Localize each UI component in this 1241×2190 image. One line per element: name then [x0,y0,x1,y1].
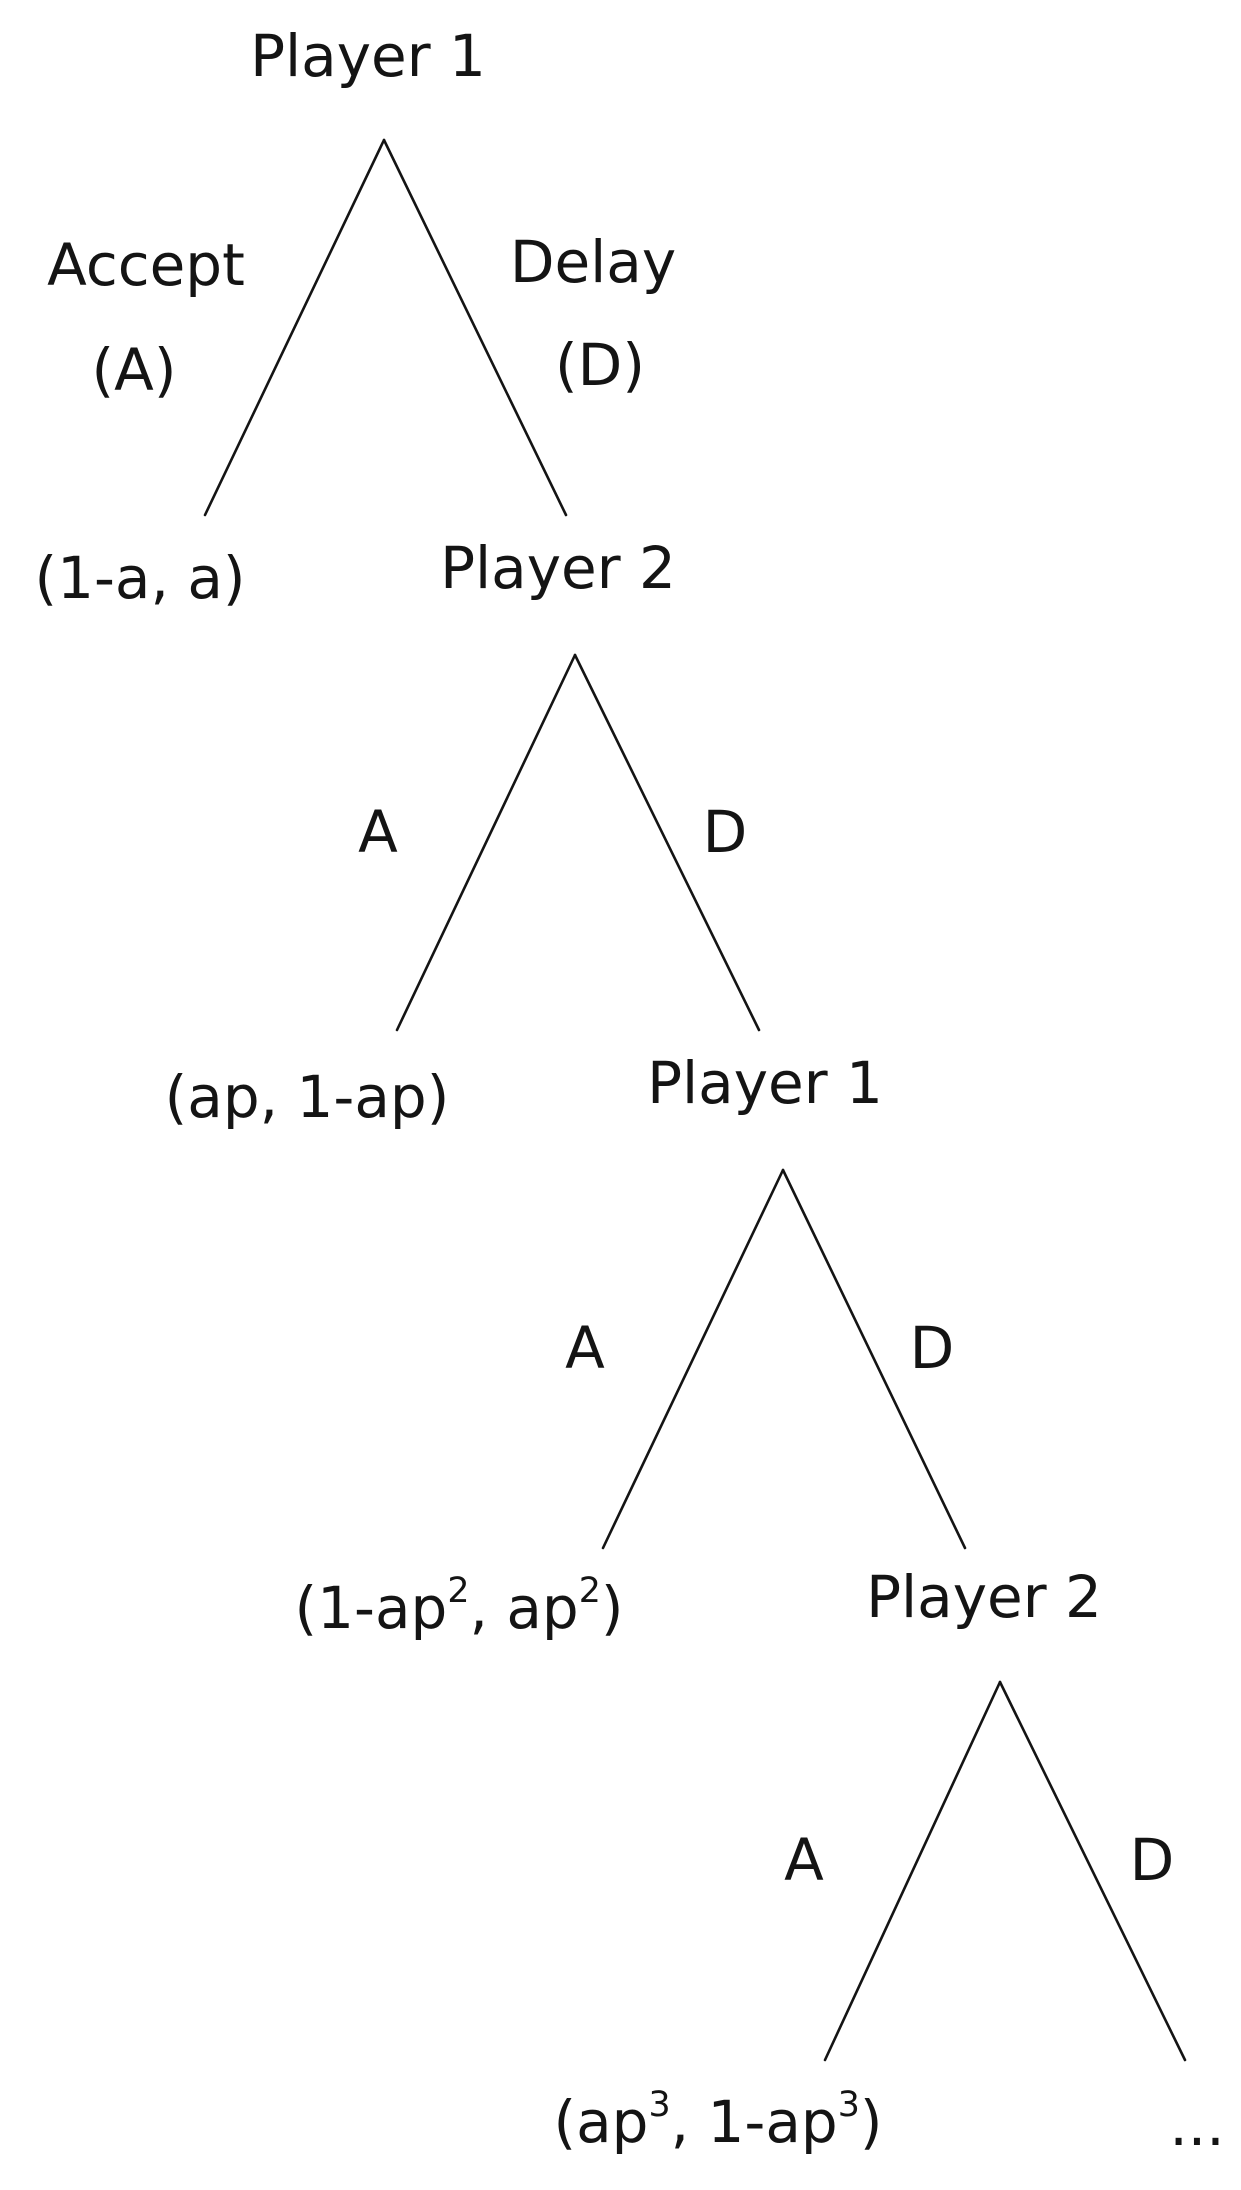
edge-root-delay [382,138,568,517]
edge-n4-delay [998,1680,1187,2062]
edge-label-d-level3: D [909,1314,955,1382]
exponent: 3 [837,2084,860,2125]
edge-label-a-level3: A [565,1314,605,1382]
edge-label-d-level2: D [702,798,748,866]
edge-label-a-level2: A [358,798,398,866]
edge-label-delay-abbrev: (D) [555,331,645,399]
node-player2-first: Player 2 [440,534,676,602]
node-player2-second: Player 2 [866,1563,1102,1631]
edge-label-a-level4: A [784,1826,824,1894]
payoff-accept-1: (1-a, a) [34,544,246,612]
edge-n3-accept [601,1168,785,1550]
edge-label-d-level4: D [1129,1826,1175,1894]
edge-label-accept: Accept [47,231,245,299]
exponent: 2 [578,1570,601,1611]
payoff-accept-2: (ap, 1-ap) [164,1063,450,1131]
node-player1-second: Player 1 [647,1049,883,1117]
edge-n4-accept [823,1680,1002,2062]
edge-root-accept [203,138,386,517]
exponent: 2 [447,1570,470,1611]
edge-n2-accept [395,653,577,1032]
edge-n3-delay [781,1168,967,1550]
continuation-ellipsis: ... [1169,2091,1225,2159]
edge-label-accept-abbrev: (A) [91,336,177,404]
node-player1-root: Player 1 [250,22,486,90]
payoff-accept-3: (1-ap2, ap2) [294,1570,624,1642]
edge-label-delay: Delay [509,228,677,296]
payoff-accept-4: (ap3, 1-ap3) [553,2084,883,2156]
exponent: 3 [648,2084,671,2125]
edge-n2-delay [573,653,761,1032]
